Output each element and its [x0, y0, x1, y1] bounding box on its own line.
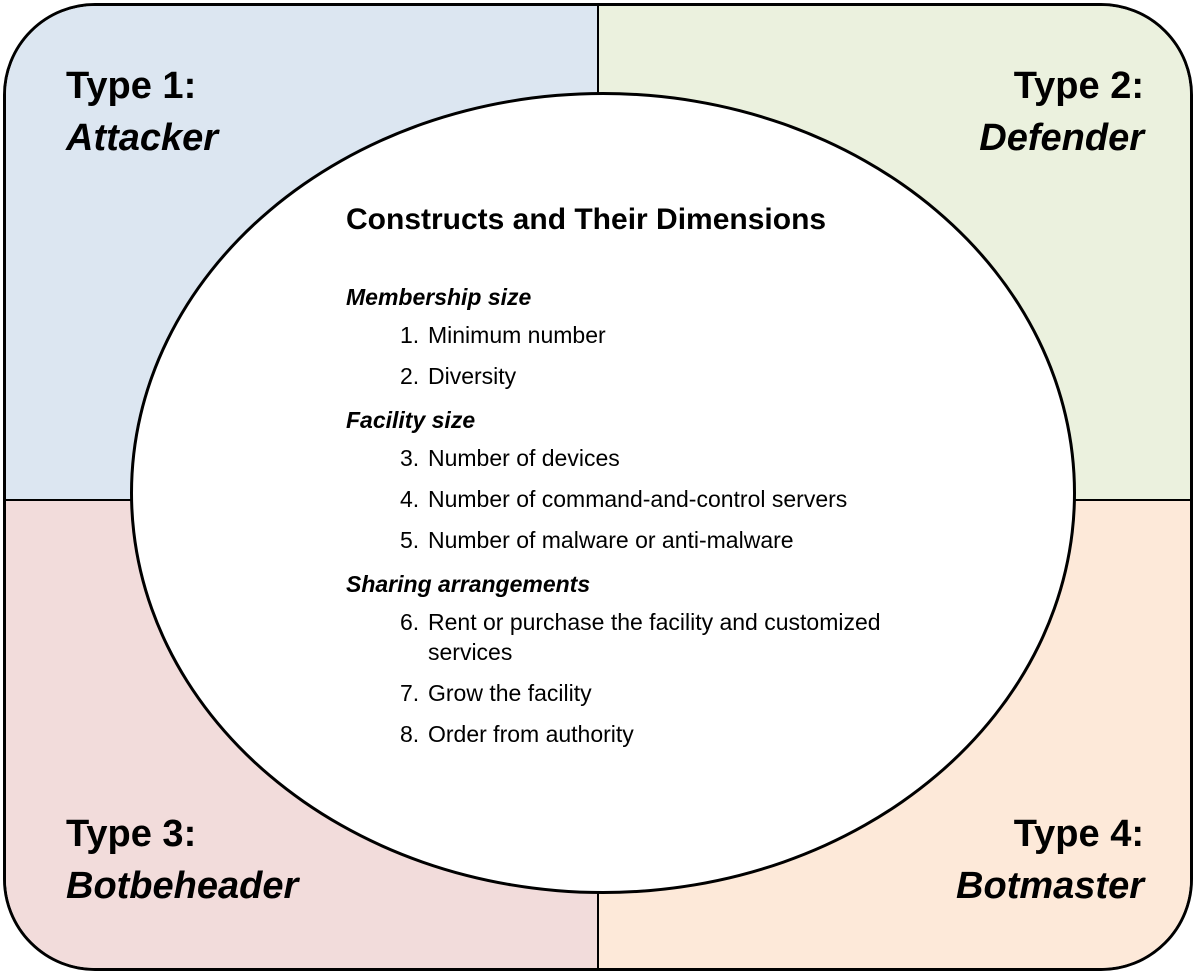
type-4-number: Type 4: — [1013, 813, 1144, 855]
item-number: 7. — [400, 680, 420, 706]
group-sharing-arrangements: Sharing arrangements 6. Rent or purchase … — [346, 569, 946, 749]
item-text: Minimum number — [428, 322, 606, 348]
type-3-number: Type 3: — [66, 813, 197, 855]
type-1-label: Type 1: Attacker — [66, 60, 218, 164]
item-text: Rent or purchase the facility and custom… — [428, 609, 881, 665]
list-item: 3. Number of devices — [400, 443, 946, 473]
list-item: 2. Diversity — [400, 361, 946, 391]
item-number: 4. — [400, 486, 420, 512]
group-items: 1. Minimum number 2. Diversity — [400, 320, 946, 391]
list-item: 8. Order from authority — [400, 719, 946, 749]
group-heading: Facility size — [346, 407, 476, 433]
item-text: Number of command-and-control servers — [428, 486, 848, 512]
item-text: Order from authority — [428, 721, 634, 747]
item-number: 3. — [400, 445, 420, 471]
group-items: 3. Number of devices 4. Number of command-… — [400, 443, 946, 555]
item-number: 6. — [400, 609, 420, 635]
type-2-label: Type 2: Defender — [979, 60, 1144, 164]
list-item: 5. Number of malware or anti-malware — [400, 525, 946, 555]
type-4-label: Type 4: Botmaster — [956, 808, 1144, 912]
item-number: 1. — [400, 322, 420, 348]
group-heading: Membership size — [346, 284, 532, 310]
item-text: Grow the facility — [428, 680, 592, 706]
list-item: 1. Minimum number — [400, 320, 946, 350]
item-number: 8. — [400, 721, 420, 747]
item-number: 2. — [400, 363, 420, 389]
group-facility-size: Facility size 3. Number of devices 4. Numb… — [346, 405, 946, 555]
type-3-label: Type 3: Botbeheader — [66, 808, 298, 912]
group-membership-size: Membership size 1. Minimum number 2. Diver… — [346, 282, 946, 391]
center-content: Constructs and Their Dimensions Membersh… — [346, 198, 946, 763]
type-3-role: Botbeheader — [66, 865, 299, 907]
center-title: Constructs and Their Dimensions — [346, 203, 827, 236]
list-item: 6. Rent or purchase the facility and cust… — [400, 607, 946, 667]
item-text: Diversity — [428, 363, 517, 389]
item-number: 5. — [400, 527, 420, 553]
type-1-number: Type 1: — [66, 65, 197, 107]
list-item: 7. Grow the facility — [400, 678, 946, 708]
type-1-role: Attacker — [66, 117, 219, 159]
type-4-role: Botmaster — [956, 865, 1144, 907]
type-2-number: Type 2: — [1013, 65, 1144, 107]
list-item: 4. Number of command-and-control servers — [400, 484, 946, 514]
type-2-role: Defender — [979, 117, 1144, 159]
group-items: 6. Rent or purchase the facility and cust… — [400, 607, 946, 749]
item-text: Number of devices — [428, 445, 620, 471]
group-heading: Sharing arrangements — [346, 571, 591, 597]
center-ellipse — [130, 92, 1076, 894]
item-text: Number of malware or anti-malware — [428, 527, 794, 553]
